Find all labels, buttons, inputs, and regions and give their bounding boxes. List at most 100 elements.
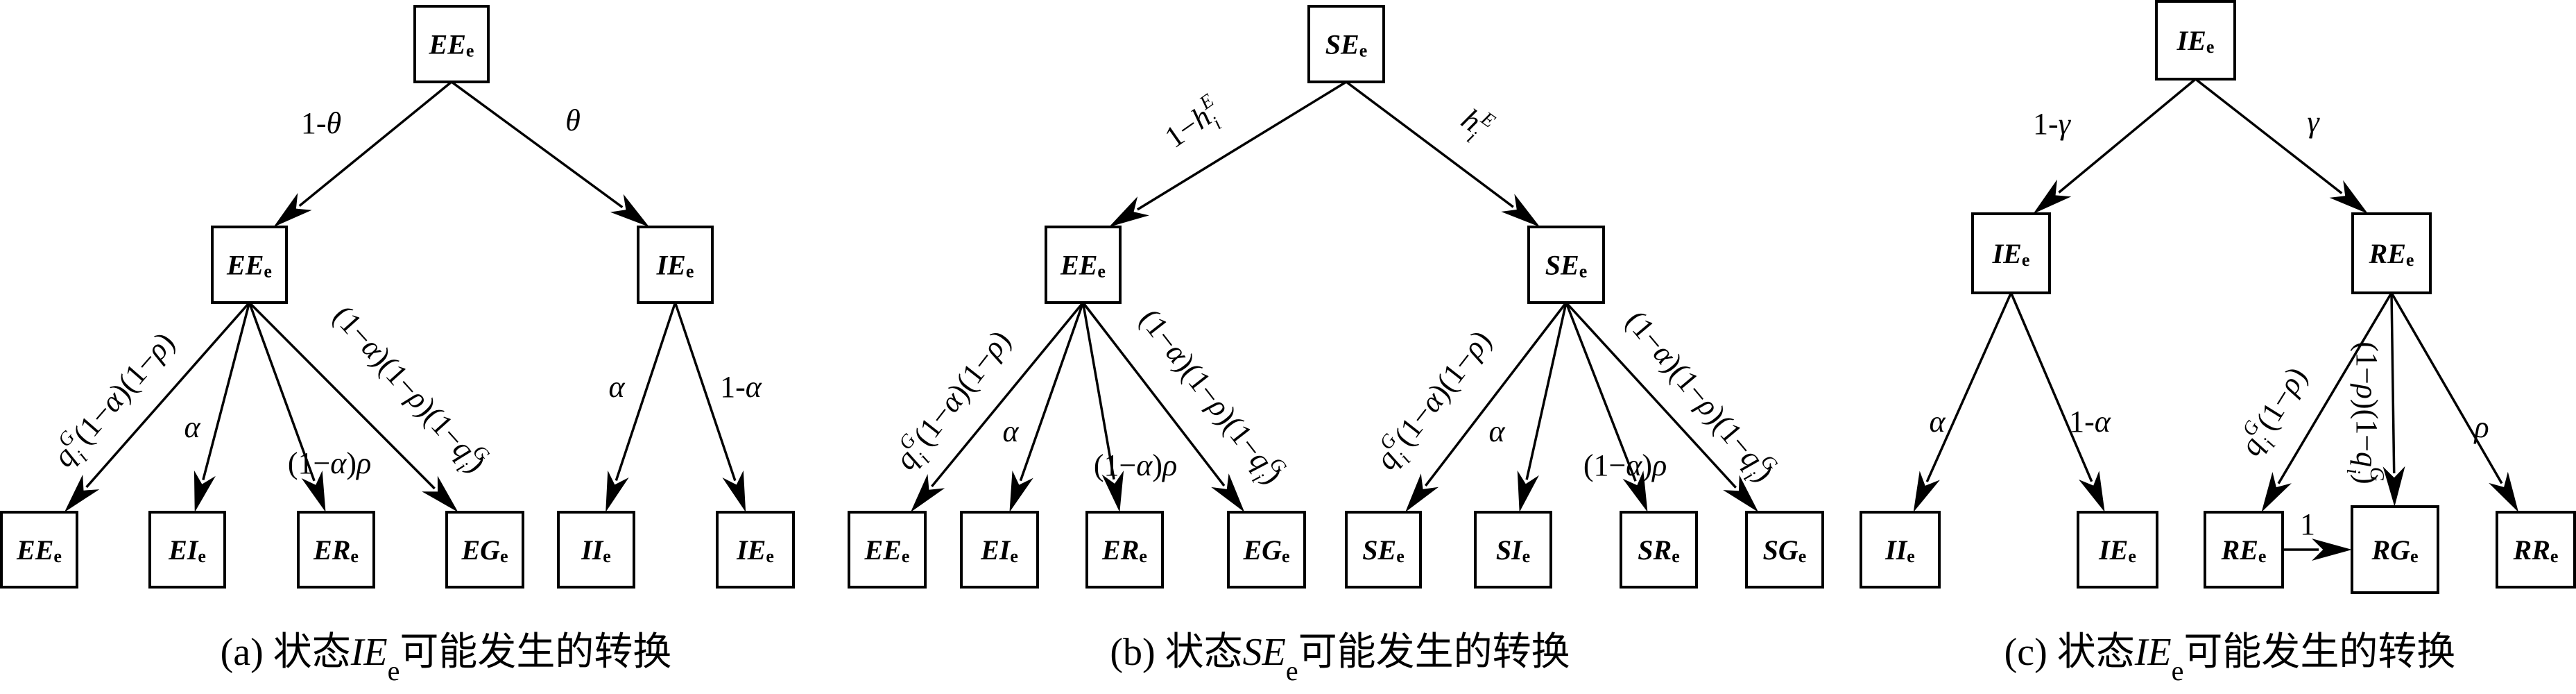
state-label: EEe [1060, 250, 1106, 282]
state-box [1860, 511, 1941, 589]
state-label: RRe [2513, 534, 2559, 566]
state-box [716, 511, 795, 589]
state-node: EEe [1045, 226, 1122, 304]
transition-arrow [2261, 292, 2393, 512]
arrow-head-icon [1913, 471, 1940, 512]
state-label: IIe [1884, 534, 1915, 566]
state-node: IEe [2155, 0, 2236, 81]
state-label: IEe [2098, 534, 2136, 566]
transition-probability-label: hEi​ [1451, 99, 1499, 152]
transition-probability-label: (1−ρ)(1−qGi​) [2342, 341, 2387, 484]
arrow-shaft [673, 302, 737, 482]
arrow-shaft [1565, 302, 1637, 482]
arrow-shaft [615, 302, 677, 481]
arrow-shaft [931, 301, 1084, 488]
state-label: IEe [656, 250, 694, 282]
transition-probability-label: α [1488, 414, 1505, 448]
transition-probability-label: (1−α)ρ [288, 446, 371, 480]
state-label: REe [2369, 238, 2414, 270]
transition-arrow [673, 302, 746, 512]
state-node: REe [2351, 212, 2432, 294]
arrow-shaft [298, 81, 453, 208]
arrow-shaft [2058, 78, 2197, 194]
transition-arrow [248, 301, 458, 512]
state-label: EEe [16, 534, 62, 566]
state-node: EGe [1227, 511, 1306, 589]
arrow-head-icon [1108, 196, 1149, 227]
arrow-shaft [1925, 292, 2013, 482]
arrow-head-icon [2489, 471, 2519, 512]
arrow-head-icon [1501, 194, 1540, 227]
arrow-head-icon [722, 470, 746, 512]
state-box [445, 511, 524, 589]
arrow-shaft [248, 302, 316, 482]
state-label: SEe [1545, 250, 1587, 282]
state-box [2155, 0, 2236, 81]
transition-arrow [64, 301, 250, 512]
state-node: ERe [1085, 511, 1164, 589]
state-node: SRe [1620, 511, 1698, 589]
state-node: IEe [716, 511, 795, 589]
state-box [1307, 5, 1385, 83]
transition-arrow [2009, 292, 2105, 512]
arrow-shaft [2390, 292, 2503, 484]
state-label: EEe [226, 250, 272, 282]
state-node: RGe [2351, 505, 2439, 594]
state-box [2077, 511, 2158, 589]
state-node: IEe [637, 226, 714, 304]
arrow-shaft [1082, 301, 1226, 487]
transition-probability-label: α [608, 370, 625, 404]
transition-probability-label: (1−α)ρ [1583, 448, 1667, 482]
arrow-shaft [2009, 292, 2093, 482]
transition-arrow [2195, 78, 2369, 214]
arrow-shaft [1019, 302, 1085, 482]
state-box [1620, 511, 1698, 589]
state-node: ERe [297, 511, 375, 589]
state-node: REe [2204, 511, 2284, 589]
state-node: IIe [1860, 511, 1941, 589]
state-label: IEe [1992, 238, 2030, 270]
transition-arrow [1108, 81, 1347, 227]
state-label: SRe [1638, 534, 1679, 566]
arrow-head-icon [1009, 470, 1033, 512]
arrow-head-icon [910, 474, 945, 512]
arrow-shaft [1345, 81, 1514, 208]
arrow-head-icon [2329, 180, 2369, 214]
state-box [1085, 511, 1164, 589]
state-node: SGe [1745, 511, 1824, 589]
edges-layer [64, 78, 2519, 561]
state-box [211, 226, 288, 304]
arrow-head-icon [1723, 475, 1759, 512]
state-node: SEe [1307, 5, 1385, 83]
arrow-head-icon [1622, 471, 1648, 512]
transition-arrow [273, 81, 453, 227]
state-node: SEe [1527, 226, 1605, 304]
transition-arrow [450, 81, 650, 227]
transition-probability-label: qGi​ (1−α)(1−ρ) [1366, 322, 1504, 481]
arrow-head-icon [301, 471, 326, 512]
transition-probability-label: γ [2307, 105, 2320, 139]
state-label: IEe [2176, 25, 2215, 57]
transition-probability-label: θ [565, 103, 581, 137]
state-label: EEe [429, 29, 474, 61]
transition-probability-label: (1−α)(1−ρ)(1−qGi​) [1127, 301, 1293, 495]
arrow-head-icon [422, 475, 458, 512]
arrow-head-icon [606, 470, 629, 512]
transition-probability-label: ρ [2473, 410, 2489, 444]
transition-arrow [2382, 292, 2405, 507]
state-node: IEe [1971, 212, 2051, 294]
transition-arrow [1565, 301, 1759, 512]
state-node: EIe [148, 511, 226, 589]
arrow-shaft [1081, 302, 1115, 480]
transition-probability-label: 1-α [720, 370, 762, 404]
arrow-shaft [202, 302, 251, 480]
state-box [1045, 226, 1122, 304]
state-box [1745, 511, 1824, 589]
arrow-head-icon [610, 194, 650, 227]
transition-probability-label: 1-α [2069, 405, 2111, 439]
state-node: RRe [2496, 511, 2576, 589]
state-node: SIe [1474, 511, 1552, 589]
state-box [1971, 212, 2051, 294]
arrow-shaft [1525, 302, 1568, 480]
